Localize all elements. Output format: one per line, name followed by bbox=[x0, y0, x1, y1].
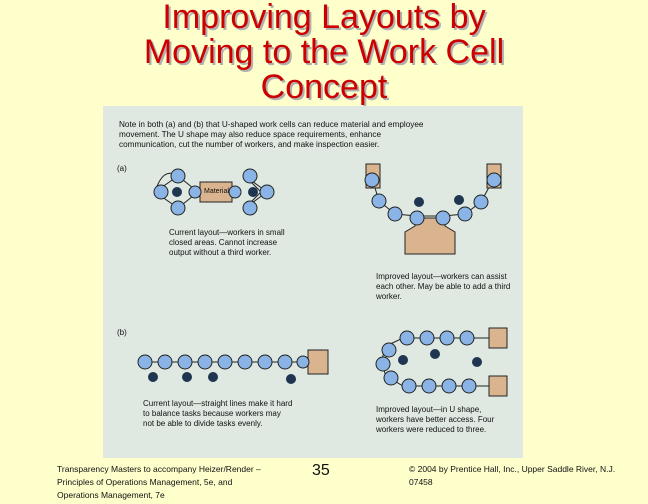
worker-icon bbox=[472, 357, 482, 367]
footer-copyright: © 2004 by Prentice Hall, Inc., Upper Sad… bbox=[409, 464, 616, 487]
machine-circle bbox=[217, 354, 233, 370]
machine-circle bbox=[197, 354, 213, 370]
section-label-a: (a) bbox=[117, 164, 127, 173]
footer-source: Transparency Masters to accompany Heizer… bbox=[57, 464, 261, 500]
machine-circle bbox=[387, 206, 403, 222]
worker-icon bbox=[182, 372, 192, 382]
machine-circle bbox=[277, 354, 293, 370]
worker-icon bbox=[454, 195, 464, 205]
machine-circle bbox=[296, 355, 310, 369]
machine-circle bbox=[473, 194, 489, 210]
worker-icon bbox=[414, 197, 424, 207]
machine-circle bbox=[237, 354, 253, 370]
worker-icon bbox=[172, 187, 182, 197]
machine-circle bbox=[435, 210, 451, 226]
machine-circle bbox=[157, 354, 173, 370]
machine-circle bbox=[399, 330, 415, 346]
figure-panel: Note in both (a) and (b) that U-shaped w… bbox=[103, 106, 523, 458]
worker-icon bbox=[398, 355, 408, 365]
material-label: Material bbox=[204, 188, 229, 195]
machine-circle bbox=[371, 193, 387, 209]
machine-circle bbox=[459, 330, 475, 346]
machine-circle bbox=[153, 184, 169, 200]
caption-b-improved: Improved layout—in U shape, workers have… bbox=[376, 405, 495, 434]
supply-box bbox=[307, 349, 329, 375]
supply-box bbox=[488, 327, 508, 349]
title-line-2: Moving to the Work Cell bbox=[143, 33, 505, 71]
machine-circle bbox=[421, 378, 437, 394]
machine-circle bbox=[409, 210, 425, 226]
machine-circle bbox=[170, 200, 186, 216]
machine-circle bbox=[228, 185, 242, 199]
machine-circle bbox=[419, 330, 435, 346]
caption-a-current: Current layout—workers in small closed a… bbox=[169, 228, 285, 257]
caption-a-improved: Improved layout—workers can assist each … bbox=[376, 272, 511, 301]
page-number: 35 bbox=[312, 462, 330, 479]
machine-circle bbox=[242, 168, 258, 184]
machine-circle bbox=[375, 356, 391, 372]
machine-circle bbox=[137, 354, 153, 370]
machine-circle bbox=[486, 172, 502, 188]
work-cell-diagram bbox=[137, 163, 508, 397]
machine-circle bbox=[170, 168, 186, 184]
caption-b-current: Current layout—straight lines make it ha… bbox=[143, 399, 293, 428]
supply-box bbox=[488, 375, 508, 397]
figure-note: Note in both (a) and (b) that U-shaped w… bbox=[119, 120, 424, 149]
worker-icon bbox=[148, 372, 158, 382]
worker-icon bbox=[430, 349, 440, 359]
section-label-b: (b) bbox=[117, 328, 127, 337]
machine-circle bbox=[383, 370, 399, 386]
machine-circle bbox=[364, 172, 380, 188]
slide-title: Improving Layouts by Moving to the Work … bbox=[0, 0, 648, 105]
machine-circle bbox=[441, 378, 457, 394]
worker-icon bbox=[286, 374, 296, 384]
title-line-1: Improving Layouts by bbox=[162, 0, 486, 36]
title-line-3: Concept bbox=[260, 68, 388, 106]
worker-icon bbox=[248, 187, 258, 197]
machine-circle bbox=[401, 378, 417, 394]
machine-circle bbox=[259, 184, 275, 200]
machine-circle bbox=[188, 185, 202, 199]
machine-circle bbox=[257, 354, 273, 370]
machine-circle bbox=[457, 206, 473, 222]
machine-circle bbox=[461, 378, 477, 394]
machine-circle bbox=[242, 200, 258, 216]
machine-circle bbox=[381, 342, 397, 358]
machine-circle bbox=[439, 330, 455, 346]
worker-icon bbox=[208, 372, 218, 382]
machine-circle bbox=[177, 354, 193, 370]
